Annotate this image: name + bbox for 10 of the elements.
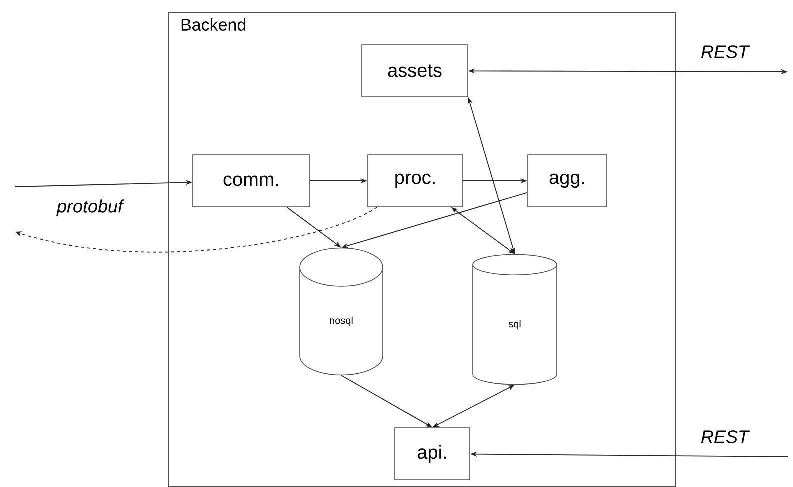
process-box: comm. [192, 154, 310, 208]
database-cylinder: sql [472, 254, 558, 386]
edge-label: REST [700, 44, 750, 60]
process-box: api. [394, 428, 470, 480]
edge-label: protobuf [56, 198, 125, 218]
process-box: agg. [528, 154, 608, 208]
edge-label: REST [700, 430, 750, 444]
process-box: assets [362, 44, 468, 98]
database-cylinder: nosql [300, 248, 384, 376]
process-box: proc. [368, 154, 464, 208]
